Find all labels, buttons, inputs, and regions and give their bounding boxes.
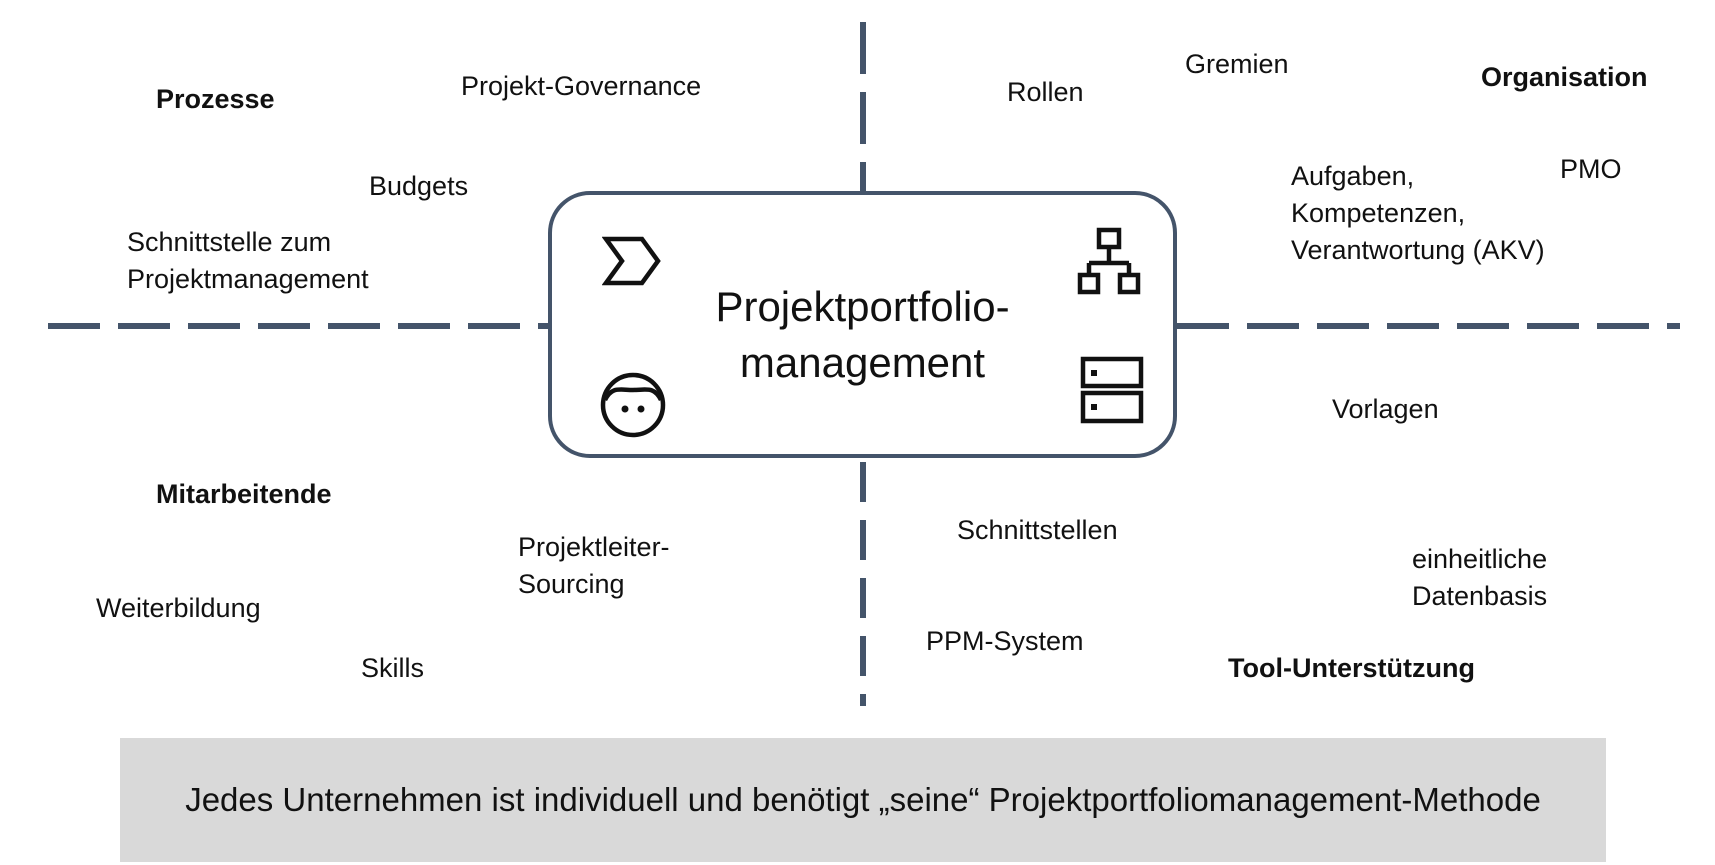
item-skills: Skills xyxy=(361,653,425,683)
quadrant-heading-organisation: Organisation xyxy=(1481,62,1648,92)
item-weiterbildung: Weiterbildung xyxy=(96,593,261,623)
center-title: Projektportfolio- management xyxy=(715,283,1010,386)
footer-banner: Jedes Unternehmen ist individuell und be… xyxy=(120,738,1606,862)
item-projektleiter-sourcing: Projektleiter- Sourcing xyxy=(518,532,670,599)
item-budgets: Budgets xyxy=(369,171,469,201)
item-pmo: PMO xyxy=(1560,154,1622,184)
process-chevron-icon xyxy=(602,236,661,286)
item-rollen: Rollen xyxy=(1007,77,1084,107)
item-schnittstellen: Schnittstellen xyxy=(957,515,1118,545)
item-schnittstelle-projektmanagement: Schnittstelle zum Projektmanagement xyxy=(127,227,369,294)
item-ppm-system: PPM-System xyxy=(926,626,1084,656)
center-box: Projektportfolio- management xyxy=(548,191,1177,458)
database-server-icon xyxy=(1080,356,1144,424)
item-projekt-governance: Projekt-Governance xyxy=(461,71,702,101)
org-chart-icon xyxy=(1077,227,1141,295)
person-face-icon xyxy=(600,372,666,438)
quadrant-heading-tool-unterstuetzung: Tool-Unterstützung xyxy=(1228,653,1475,683)
quadrant-heading-prozesse: Prozesse xyxy=(156,84,275,114)
quadrant-heading-mitarbeitende: Mitarbeitende xyxy=(156,479,332,509)
item-gremien: Gremien xyxy=(1185,49,1289,79)
item-einheitliche-datenbasis: einheitliche Datenbasis xyxy=(1412,544,1548,611)
item-akv: Aufgaben, Kompetenzen, Verantwortung (AK… xyxy=(1291,161,1545,265)
item-vorlagen: Vorlagen xyxy=(1332,394,1439,424)
footer-text: Jedes Unternehmen ist individuell und be… xyxy=(185,781,1541,818)
